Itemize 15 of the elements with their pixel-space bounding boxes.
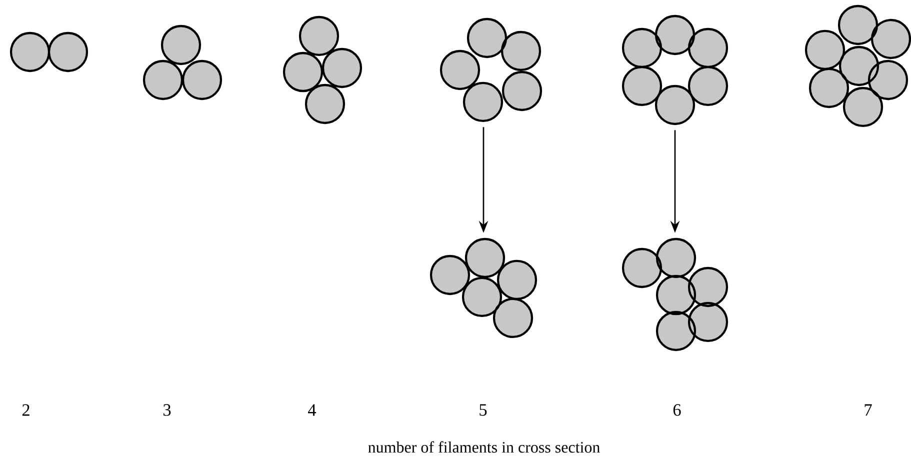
filament-cluster-drawing (430, 238, 538, 338)
filament-cluster-drawing (622, 238, 728, 352)
axis-caption: number of filaments in cross section (368, 441, 600, 453)
filament-count: 4 (308, 404, 316, 416)
filament-cluster-drawing (440, 18, 542, 122)
filament-count: 3 (164, 404, 171, 416)
filament-cluster-drawing (282, 16, 362, 124)
filament-cluster-drawing (804, 4, 911, 128)
filament-cluster-drawing (142, 24, 222, 100)
filament-cluster-drawing (10, 32, 88, 72)
filament-count: 5 (480, 404, 487, 416)
filament-cluster-drawing (622, 14, 728, 126)
filament-count: 7 (864, 404, 872, 416)
filament-count: 6 (673, 404, 681, 416)
filament-count: 2 (22, 404, 30, 416)
